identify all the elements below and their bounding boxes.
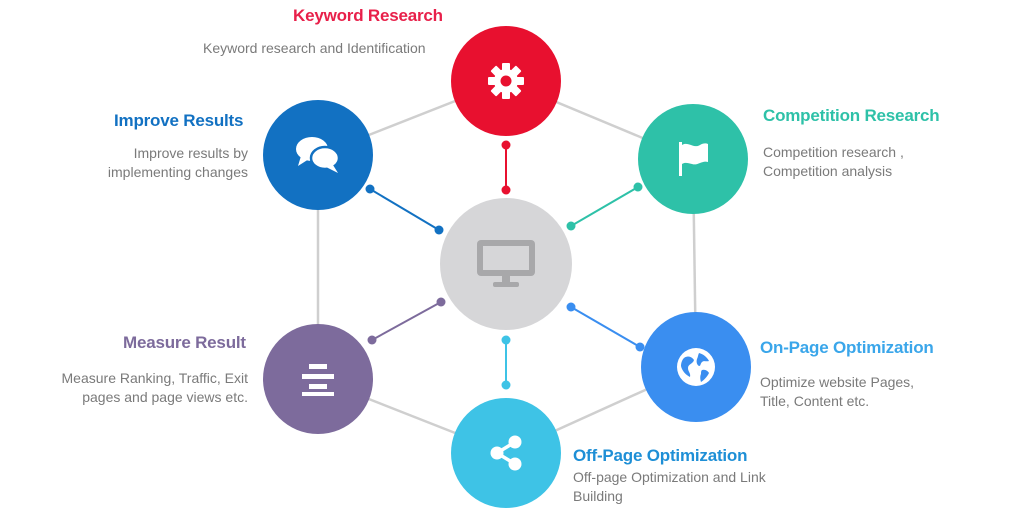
on-page-optimization-desc: Optimize website Pages, Title, Content e… — [760, 374, 915, 409]
measure-result-desc: Measure Ranking, Traffic, Exit pages and… — [61, 370, 248, 405]
improve-results-desc: Improve results by implementing changes — [107, 145, 248, 180]
off-page-optimization-node — [451, 398, 561, 508]
keyword-research-title: Keyword Research — [293, 6, 443, 25]
improve-results-node — [263, 100, 373, 210]
globe-icon — [677, 348, 715, 386]
on-page-optimization-title: On-Page Optimization — [760, 338, 934, 357]
measure-result-node — [263, 324, 373, 434]
gear-icon — [488, 63, 524, 99]
center-node — [440, 198, 572, 330]
competition-research-node — [638, 104, 748, 214]
keyword-research-desc: Keyword research and Identification — [203, 40, 426, 56]
competition-research-title: Competition Research — [763, 106, 940, 125]
spoke-competition-outer-dot — [633, 182, 643, 192]
spoke-measure-line — [371, 301, 442, 341]
off-page-optimization-desc: Off-page Optimization and Link Building — [573, 469, 766, 504]
spoke-measure-outer-dot — [367, 335, 377, 345]
spoke-measure-inner-dot — [436, 297, 446, 307]
spoke-improve-inner-dot — [434, 225, 444, 235]
spoke-keyword-inner-dot — [501, 185, 511, 195]
spoke-improve-line — [369, 188, 440, 231]
list-icon — [302, 364, 334, 396]
spoke-onpage-line — [570, 306, 641, 348]
spoke-onpage-outer-dot — [635, 342, 645, 352]
improve-results-title: Improve Results — [114, 111, 244, 130]
flag-icon — [679, 142, 708, 176]
monitor-icon — [477, 240, 535, 287]
spoke-competition-inner-dot — [566, 221, 576, 231]
off-page-optimization-title: Off-Page Optimization — [573, 446, 748, 465]
spoke-keyword-outer-dot — [501, 140, 511, 150]
spoke-offpage-inner-dot — [501, 380, 511, 390]
share-icon — [490, 435, 522, 471]
measure-result-title: Measure Result — [123, 333, 246, 352]
spoke-competition-line — [570, 186, 639, 227]
competition-research-desc: Competition research , Competition analy… — [763, 144, 904, 179]
chat-icon — [296, 137, 341, 173]
spoke-onpage-inner-dot — [566, 302, 576, 312]
spoke-improve-outer-dot — [365, 184, 375, 194]
keyword-research-node — [451, 26, 561, 136]
spoke-offpage-outer-dot — [501, 335, 511, 345]
on-page-optimization-node — [641, 312, 751, 422]
